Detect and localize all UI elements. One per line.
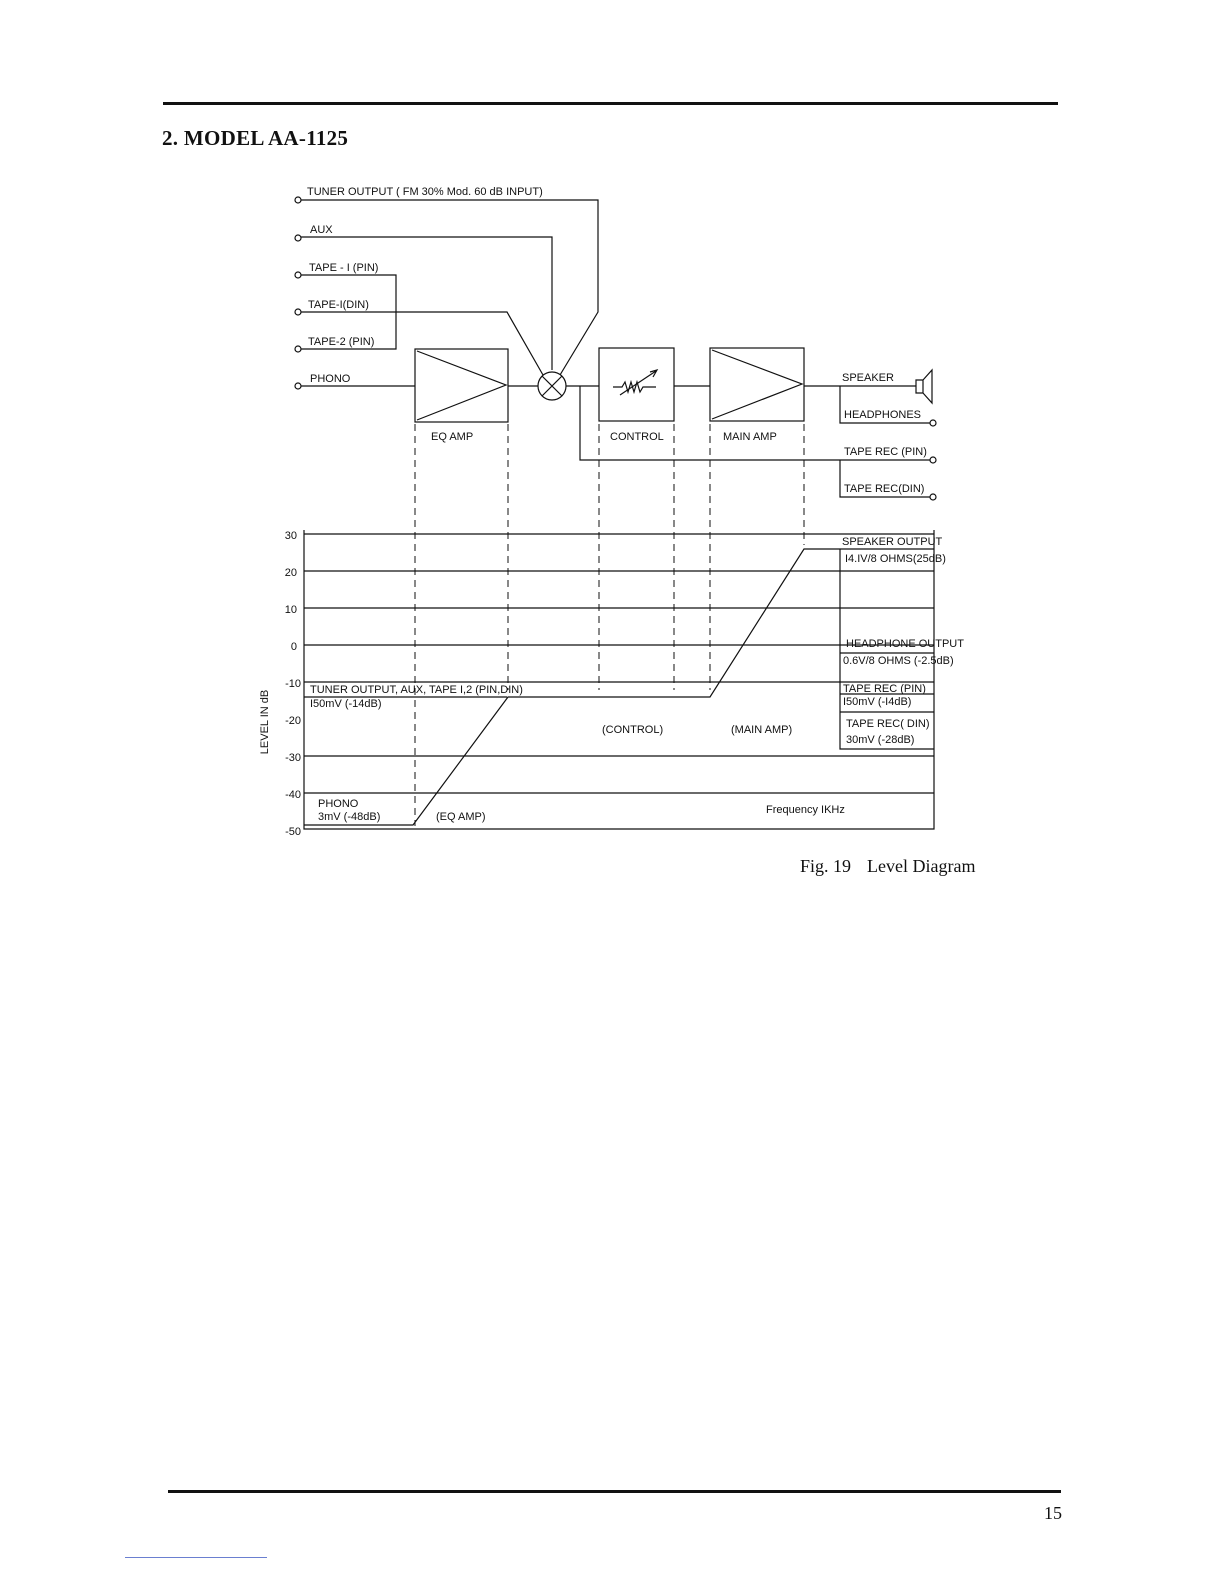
annotation-tape-pin-2: I50mV (-I4dB) <box>843 696 911 708</box>
label-speaker: SPEAKER <box>842 372 894 384</box>
stage-label-main-amp: (MAIN AMP) <box>731 724 792 736</box>
y-tick-minus50: -50 <box>285 826 301 838</box>
annotation-headphone-2: 0.6V/8 OHMS (-2.5dB) <box>843 655 954 667</box>
annotation-speaker-2: I4.IV/8 OHMS(25dB) <box>845 553 946 565</box>
frequency-label: Frequency IKHz <box>766 804 845 816</box>
output-terminal-tape-pin <box>929 456 937 464</box>
bottom-rule <box>168 1490 1061 1493</box>
stage-label-eq-amp: (EQ AMP) <box>436 811 486 823</box>
variable-arrow-icon <box>619 369 659 396</box>
page-number: 15 <box>1044 1503 1062 1523</box>
wire-tape-rec-din <box>839 460 930 498</box>
input-terminal-tuner <box>294 196 302 204</box>
wire-aux <box>301 236 553 370</box>
label-tape-rec-pin: TAPE REC (PIN) <box>844 446 927 458</box>
y-tick-minus10: -10 <box>285 678 301 690</box>
y-axis-label: LEVEL IN dB <box>259 690 271 754</box>
eq-amp-box <box>414 348 509 423</box>
control-box <box>598 347 675 422</box>
label-tape1-din: TAPE-I(DIN) <box>308 299 369 311</box>
y-tick-20: 20 <box>285 567 297 579</box>
label-tuner-output: TUNER OUTPUT ( FM 30% Mod. 60 dB INPUT) <box>307 186 543 198</box>
annotation-tape-pin-1: TAPE REC (PIN) <box>843 683 926 695</box>
input-terminal-tape2-pin <box>294 345 302 353</box>
label-eq-amp: EQ AMP <box>431 431 473 443</box>
y-tick-minus20: -20 <box>285 715 301 727</box>
top-rule <box>163 102 1058 105</box>
output-terminal-headphones <box>929 419 937 427</box>
figure-number: Fig. 19 <box>800 856 852 876</box>
main-amp-box <box>709 347 805 422</box>
annotation-tape-din-2: 30mV (-28dB) <box>846 734 914 746</box>
label-phono: PHONO <box>310 373 351 385</box>
wire-tuner <box>301 199 599 376</box>
annotation-tape-din-1: TAPE REC( DIN) <box>846 718 930 730</box>
annotation-headphone-1: HEADPHONE OUTPUT <box>846 638 964 650</box>
annotation-phono-1: PHONO <box>318 798 359 810</box>
label-main-amp: MAIN AMP <box>723 431 777 443</box>
y-tick-minus40: -40 <box>285 789 301 801</box>
label-aux: AUX <box>310 224 333 236</box>
input-terminal-tape1-pin <box>294 271 302 279</box>
variable-resistor-icon <box>613 379 656 395</box>
label-tape-rec-din: TAPE REC(DIN) <box>844 483 924 495</box>
wire-headphones <box>839 386 930 424</box>
y-tick-30: 30 <box>285 530 297 542</box>
speaker-icon <box>915 368 933 405</box>
label-control: CONTROL <box>610 431 664 443</box>
level-chart <box>303 530 935 830</box>
label-headphones: HEADPHONES <box>844 409 921 421</box>
main-amp-triangle-icon <box>711 349 804 420</box>
figure-caption: Fig. 19 Level Diagram <box>800 856 991 877</box>
output-terminal-tape-din <box>929 493 937 501</box>
annotation-speaker-1: SPEAKER OUTPUT <box>842 536 943 548</box>
output-annotation-dividers <box>840 652 934 713</box>
stage-guides <box>414 424 805 826</box>
input-terminal-tape1-din <box>294 308 302 316</box>
y-tick-0: 0 <box>291 641 297 653</box>
y-tick-minus30: -30 <box>285 752 301 764</box>
label-tape2-pin: TAPE-2 (PIN) <box>308 336 374 348</box>
wire-tape-din <box>301 311 544 376</box>
stage-label-control: (CONTROL) <box>602 724 663 736</box>
footer-link-underline <box>125 1557 267 1558</box>
annotation-line-input-2: I50mV (-14dB) <box>310 698 382 710</box>
input-terminal-aux <box>294 234 302 242</box>
figure-title: Level Diagram <box>867 856 976 876</box>
y-tick-10: 10 <box>285 604 297 616</box>
section-title: 2. MODEL AA-1125 <box>162 126 349 150</box>
annotation-line-input-1: TUNER OUTPUT, AUX, TAPE I,2 (PIN,DIN) <box>310 684 523 696</box>
label-tape1-pin: TAPE - I (PIN) <box>309 262 378 274</box>
line-level-trace <box>304 548 934 826</box>
annotation-phono-2: 3mV (-48dB) <box>318 811 380 823</box>
wire-tape-rec-pin <box>579 386 930 461</box>
selector-cross <box>541 375 563 397</box>
eq-amp-triangle-icon <box>416 350 508 421</box>
input-terminal-phono <box>294 382 302 390</box>
chart-frame <box>303 530 935 830</box>
output-annotation-box <box>839 549 934 750</box>
chart-gridlines <box>304 533 934 794</box>
